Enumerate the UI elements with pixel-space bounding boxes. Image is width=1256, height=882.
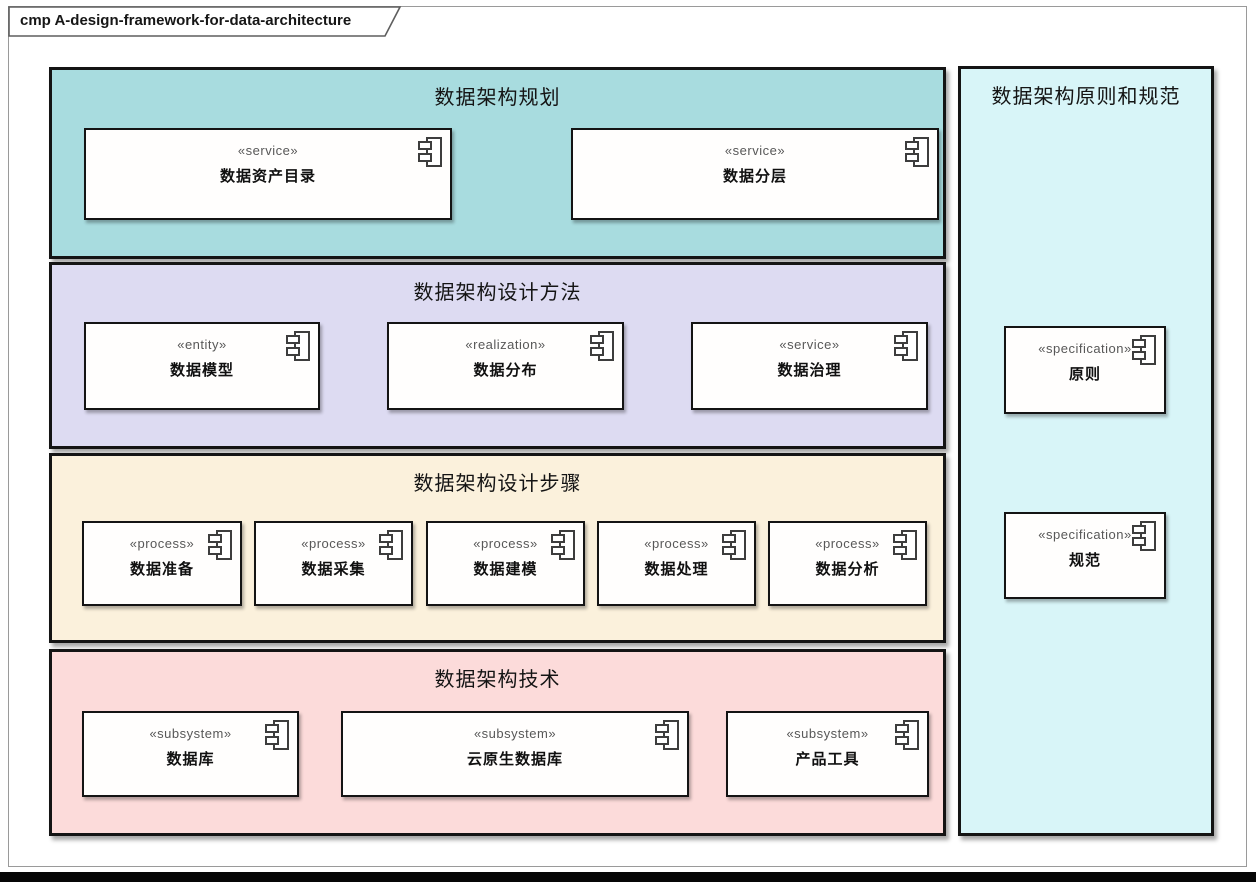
component-specifications[interactable]: «specification» 规范 <box>1004 512 1166 599</box>
section-title: 数据架构设计步骤 <box>413 473 582 495</box>
stereotype-label: «process» <box>473 536 538 551</box>
stereotype-label: «specification» <box>1038 527 1132 542</box>
component-data-analysis[interactable]: «process» 数据分析 <box>768 521 927 606</box>
stereotype-label: «realization» <box>465 337 546 352</box>
frame-title: cmp A-design-framework-for-data-architec… <box>20 12 352 29</box>
component-name: 数据分层 <box>722 168 787 185</box>
uml-component-icon <box>722 530 746 561</box>
component-principles[interactable]: «specification» 原则 <box>1004 326 1166 414</box>
component-data-asset-catalog[interactable]: «service» 数据资产目录 <box>84 128 452 220</box>
component-data-preparation[interactable]: «process» 数据准备 <box>82 521 242 606</box>
stereotype-label: «service» <box>779 337 840 352</box>
frame-tab-shape <box>8 6 402 37</box>
stereotype-label: «specification» <box>1038 341 1132 356</box>
section-title: 数据架构技术 <box>434 669 561 691</box>
component-data-model[interactable]: «entity» 数据模型 <box>84 322 320 410</box>
component-name: 原则 <box>1068 366 1101 383</box>
stereotype-label: «subsystem» <box>149 726 232 741</box>
component-name: 数据治理 <box>777 362 842 379</box>
stereotype-label: «service» <box>237 143 299 158</box>
component-product-tools[interactable]: «subsystem» 产品工具 <box>726 711 929 797</box>
stereotype-label: «subsystem» <box>473 726 557 741</box>
component-data-modeling[interactable]: «process» 数据建模 <box>426 521 585 606</box>
stereotype-label: «process» <box>301 536 366 551</box>
uml-component-icon <box>1132 335 1156 366</box>
component-data-governance[interactable]: «service» 数据治理 <box>691 322 928 410</box>
section-data-architecture-design-steps: 数据架构设计步骤 «process» 数据准备 «process» 数据采集 «… <box>49 453 946 643</box>
frame-title-tab: cmp A-design-framework-for-data-architec… <box>8 6 402 37</box>
component-name: 产品工具 <box>795 751 860 768</box>
component-name: 数据模型 <box>169 362 234 379</box>
uml-component-icon <box>895 720 919 751</box>
uml-component-icon <box>590 331 614 362</box>
section-data-architecture-design-methods: 数据架构设计方法 «entity» 数据模型 «realization» 数据分… <box>49 262 946 449</box>
stereotype-label: «process» <box>129 536 195 551</box>
component-data-layering[interactable]: «service» 数据分层 <box>571 128 939 220</box>
uml-component-icon <box>286 331 310 362</box>
uml-component-icon <box>208 530 232 561</box>
component-data-collection[interactable]: «process» 数据采集 <box>254 521 413 606</box>
uml-component-icon <box>551 530 575 561</box>
section-principles-and-specifications: 数据架构原则和规范 «specification» 原则 «specificat… <box>958 66 1214 836</box>
stereotype-label: «entity» <box>177 337 227 352</box>
component-name: 数据采集 <box>301 561 366 578</box>
component-name: 数据分布 <box>473 362 538 379</box>
stereotype-label: «process» <box>815 536 880 551</box>
uml-component-icon <box>893 530 917 561</box>
uml-component-icon <box>655 720 679 751</box>
component-name: 规范 <box>1068 552 1101 569</box>
component-database[interactable]: «subsystem» 数据库 <box>82 711 299 797</box>
component-data-distribution[interactable]: «realization» 数据分布 <box>387 322 624 410</box>
component-name: 数据准备 <box>129 561 194 578</box>
section-title: 数据架构原则和规范 <box>991 86 1181 108</box>
uml-component-icon <box>265 720 289 751</box>
section-data-architecture-planning: 数据架构规划 «service» 数据资产目录 «service» 数据分层 <box>49 67 946 259</box>
uml-frame: cmp A-design-framework-for-data-architec… <box>8 6 1247 867</box>
stereotype-label: «subsystem» <box>786 726 869 741</box>
uml-component-icon <box>379 530 403 561</box>
stereotype-label: «process» <box>644 536 709 551</box>
section-data-architecture-technology: 数据架构技术 «subsystem» 数据库 «subsystem» 云原生数据… <box>49 649 946 836</box>
stereotype-label: «service» <box>724 143 786 158</box>
component-name: 数据资产目录 <box>219 168 316 185</box>
component-name: 云原生数据库 <box>466 751 563 768</box>
uml-component-icon <box>905 137 929 168</box>
bottom-black-strip <box>0 872 1256 882</box>
component-data-processing[interactable]: «process» 数据处理 <box>597 521 756 606</box>
component-name: 数据处理 <box>644 561 709 578</box>
uml-component-icon <box>894 331 918 362</box>
section-title: 数据架构规划 <box>434 87 561 109</box>
section-title: 数据架构设计方法 <box>413 282 582 304</box>
uml-component-icon <box>418 137 442 168</box>
component-name: 数据库 <box>166 751 215 768</box>
component-name: 数据建模 <box>473 561 538 578</box>
component-cloud-native-database[interactable]: «subsystem» 云原生数据库 <box>341 711 689 797</box>
component-name: 数据分析 <box>815 561 880 578</box>
uml-component-icon <box>1132 521 1156 552</box>
